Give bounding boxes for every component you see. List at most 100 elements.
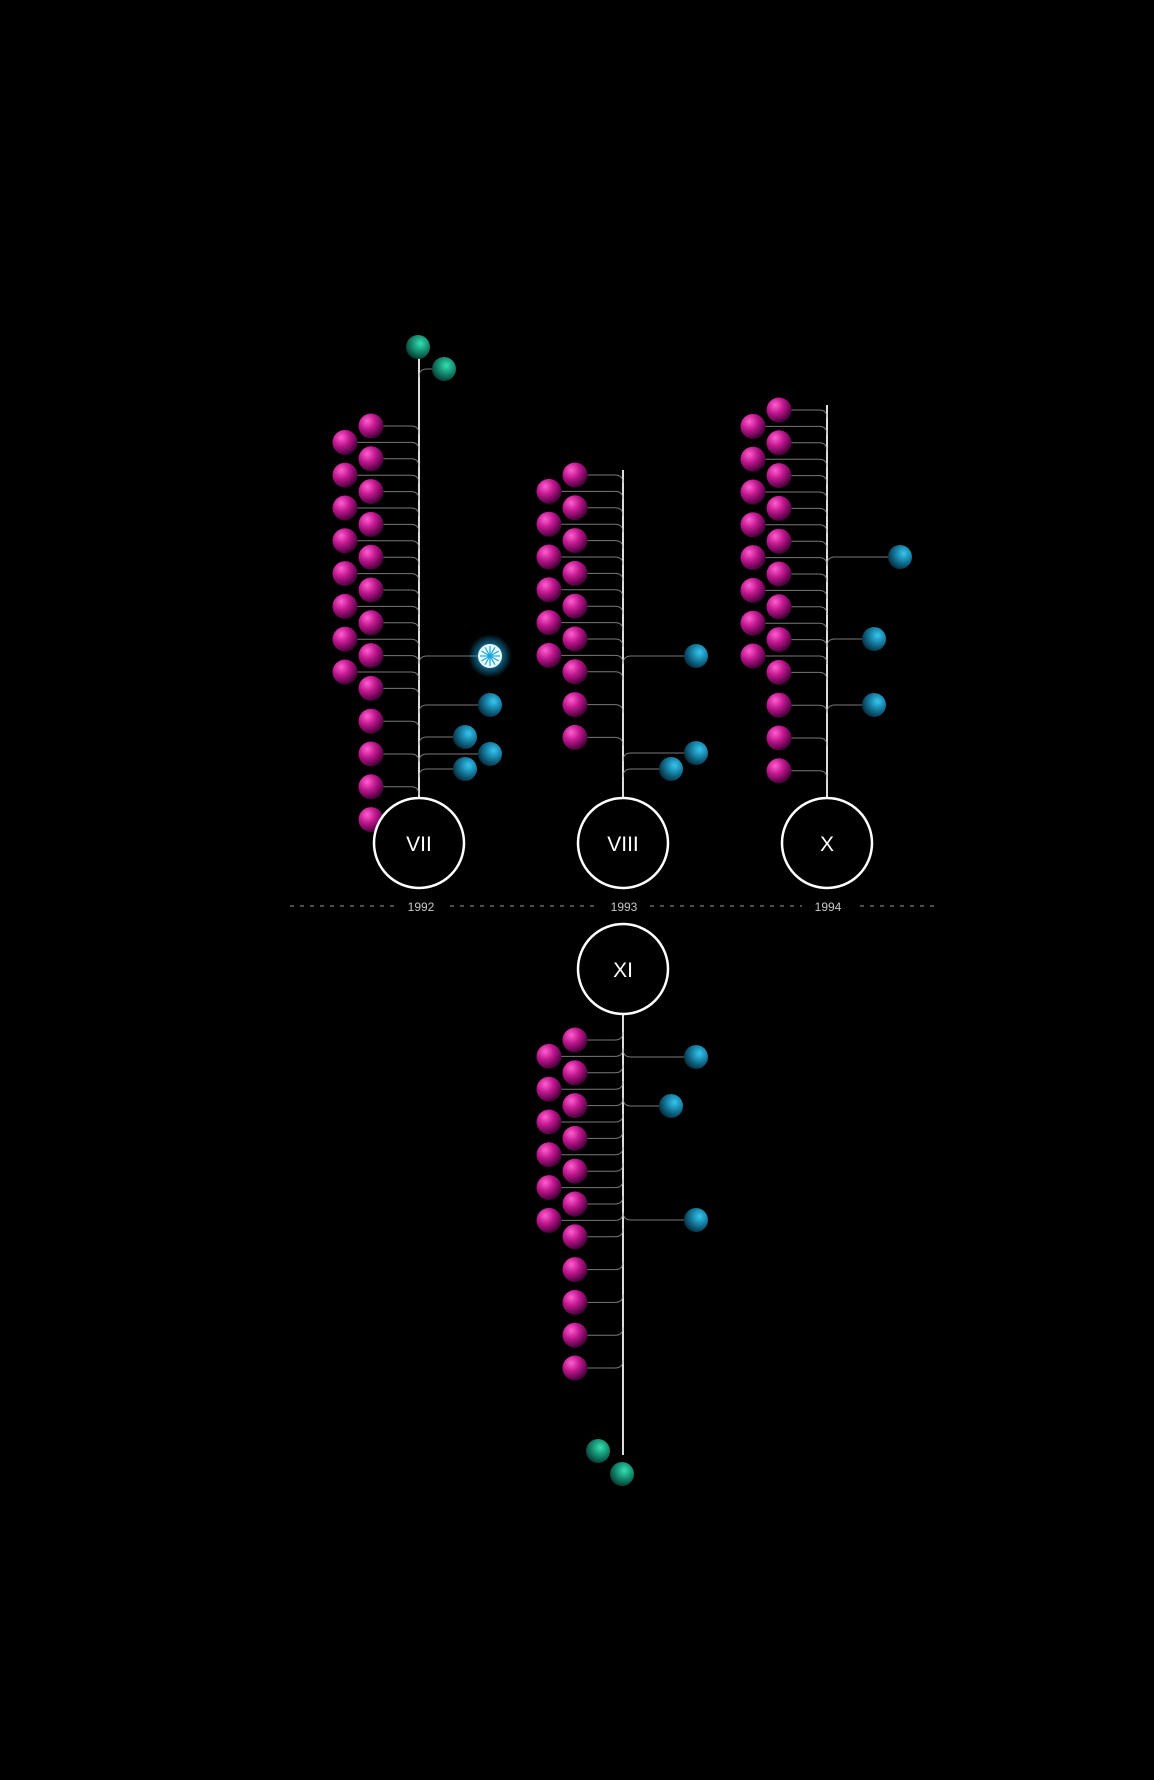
- magenta-dot[interactable]: [536, 610, 562, 636]
- magenta-dot[interactable]: [332, 495, 358, 521]
- blue-dot[interactable]: [478, 742, 502, 766]
- teal-dot[interactable]: [432, 357, 456, 381]
- magenta-dot[interactable]: [358, 577, 384, 603]
- node-vii[interactable]: VII: [372, 796, 466, 890]
- magenta-dot[interactable]: [536, 478, 562, 504]
- branch-line: [555, 589, 624, 598]
- magenta-dot[interactable]: [766, 430, 792, 456]
- branch-line: [418, 768, 459, 778]
- magenta-dot[interactable]: [740, 545, 766, 571]
- magenta-dot[interactable]: [358, 675, 384, 701]
- magenta-dot[interactable]: [740, 577, 766, 603]
- magenta-dot[interactable]: [358, 479, 384, 505]
- magenta-dot[interactable]: [536, 1142, 562, 1168]
- magenta-dot[interactable]: [358, 511, 384, 537]
- magenta-dot[interactable]: [536, 1043, 562, 1069]
- magenta-dot[interactable]: [766, 627, 792, 653]
- magenta-dot[interactable]: [766, 758, 792, 784]
- magenta-dot[interactable]: [332, 528, 358, 554]
- magenta-dot[interactable]: [562, 1060, 588, 1086]
- magenta-dot[interactable]: [562, 1257, 588, 1283]
- magenta-dot[interactable]: [536, 642, 562, 668]
- year-label-1994: 1994: [815, 900, 842, 914]
- magenta-dot[interactable]: [766, 659, 792, 685]
- branch-line: [555, 523, 624, 533]
- magenta-dot[interactable]: [562, 724, 588, 750]
- magenta-dot[interactable]: [740, 610, 766, 636]
- magenta-dot[interactable]: [562, 1125, 588, 1151]
- teal-dot[interactable]: [610, 1462, 634, 1486]
- blue-dot[interactable]: [888, 545, 912, 569]
- magenta-dot[interactable]: [740, 479, 766, 505]
- blue-dot[interactable]: [862, 693, 886, 717]
- teal-dot[interactable]: [406, 335, 430, 359]
- magenta-dot[interactable]: [562, 659, 588, 685]
- blue-dot[interactable]: [659, 757, 683, 781]
- blue-dot[interactable]: [453, 725, 477, 749]
- magenta-dot[interactable]: [766, 528, 792, 554]
- blue-dot[interactable]: [478, 693, 502, 717]
- magenta-dot[interactable]: [562, 1224, 588, 1250]
- magenta-dot[interactable]: [562, 692, 588, 718]
- blue-dot[interactable]: [684, 1208, 708, 1232]
- magenta-dot[interactable]: [332, 429, 358, 455]
- magenta-dot[interactable]: [536, 1109, 562, 1135]
- magenta-dot[interactable]: [740, 643, 766, 669]
- blue-dot[interactable]: [684, 644, 708, 668]
- magenta-dot[interactable]: [562, 626, 588, 652]
- magenta-dot[interactable]: [562, 528, 588, 554]
- magenta-dot[interactable]: [562, 1158, 588, 1184]
- branch-line: [418, 368, 438, 378]
- teal-dot[interactable]: [586, 1439, 610, 1463]
- magenta-dot[interactable]: [562, 560, 588, 586]
- magenta-dot[interactable]: [766, 594, 792, 620]
- blue-dot[interactable]: [453, 757, 477, 781]
- magenta-dot[interactable]: [536, 511, 562, 537]
- magenta-dot[interactable]: [332, 593, 358, 619]
- blue-dot[interactable]: [684, 1045, 708, 1069]
- blue-dot[interactable]: [862, 627, 886, 651]
- branch-line: [581, 736, 624, 746]
- magenta-dot[interactable]: [766, 397, 792, 423]
- magenta-dot[interactable]: [740, 446, 766, 472]
- magenta-dot[interactable]: [766, 561, 792, 587]
- magenta-dot[interactable]: [358, 741, 384, 767]
- magenta-dot[interactable]: [332, 462, 358, 488]
- magenta-dot[interactable]: [766, 725, 792, 751]
- magenta-dot[interactable]: [536, 1076, 562, 1102]
- magenta-dot[interactable]: [358, 774, 384, 800]
- blue-dot[interactable]: [684, 741, 708, 765]
- magenta-dot[interactable]: [358, 544, 384, 570]
- magenta-dot[interactable]: [562, 495, 588, 521]
- magenta-dot[interactable]: [766, 495, 792, 521]
- node-viii[interactable]: VIII: [576, 796, 670, 890]
- magenta-dot[interactable]: [562, 462, 588, 488]
- node-xi[interactable]: XI: [576, 922, 670, 1016]
- magenta-dot[interactable]: [332, 561, 358, 587]
- magenta-dot[interactable]: [562, 1289, 588, 1315]
- magenta-dot[interactable]: [562, 1027, 588, 1053]
- magenta-dot[interactable]: [766, 463, 792, 489]
- magenta-dot[interactable]: [562, 593, 588, 619]
- year-label-1992: 1992: [408, 900, 435, 914]
- magenta-dot[interactable]: [562, 1322, 588, 1348]
- magenta-dot[interactable]: [332, 659, 358, 685]
- magenta-dot[interactable]: [740, 512, 766, 538]
- magenta-dot[interactable]: [358, 610, 384, 636]
- node-x[interactable]: X: [780, 796, 874, 890]
- magenta-dot[interactable]: [358, 708, 384, 734]
- magenta-dot[interactable]: [766, 692, 792, 718]
- magenta-dot[interactable]: [562, 1355, 588, 1381]
- magenta-dot[interactable]: [358, 413, 384, 439]
- magenta-dot[interactable]: [536, 577, 562, 603]
- blue-dot[interactable]: [659, 1094, 683, 1118]
- magenta-dot[interactable]: [358, 643, 384, 669]
- magenta-dot[interactable]: [536, 544, 562, 570]
- magenta-dot[interactable]: [562, 1191, 588, 1217]
- magenta-dot[interactable]: [332, 626, 358, 652]
- magenta-dot[interactable]: [536, 1175, 562, 1201]
- magenta-dot[interactable]: [740, 413, 766, 439]
- magenta-dot[interactable]: [536, 1207, 562, 1233]
- magenta-dot[interactable]: [358, 446, 384, 472]
- magenta-dot[interactable]: [562, 1093, 588, 1119]
